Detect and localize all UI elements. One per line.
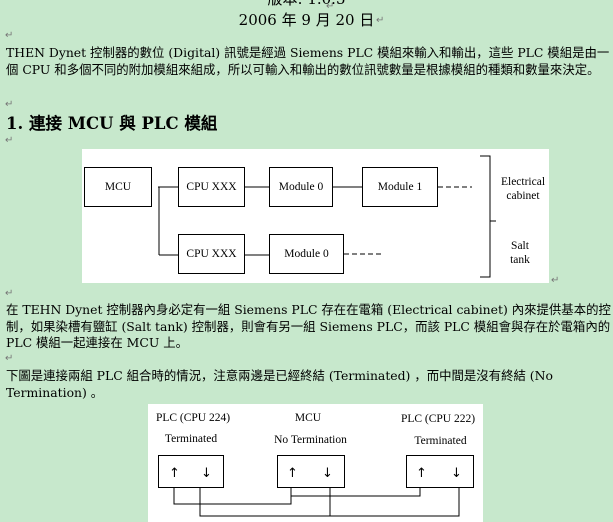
- module-connection-diagram: MCU CPU XXX Module 0 Module 1 CPU XXX Mo…: [82, 149, 549, 283]
- down-arrow-icon: ↓: [451, 466, 462, 481]
- module0-box-bottom: Module 0: [269, 234, 344, 274]
- left-plc-title: PLC (CPU 224): [155, 412, 231, 424]
- cpu-box-top: CPU XXX: [178, 167, 245, 207]
- electrical-cabinet-label: Electrical cabinet: [500, 176, 546, 202]
- up-arrow-icon: ↑: [287, 466, 298, 481]
- module1-box-top: Module 1: [362, 167, 438, 207]
- down-arrow-icon: ↓: [322, 466, 333, 481]
- diagram1-connectors: [158, 155, 496, 278]
- right-plc-status: Terminated: [414, 435, 467, 447]
- up-arrow-icon: ↑: [169, 466, 180, 481]
- electrical-cabinet-paragraph: 在 TEHN Dynet 控制器內身必定有一組 Siemens PLC 存在在電…: [6, 302, 611, 350]
- version-text: 版本: 1.0.5: [0, 0, 613, 8]
- diagram2-wires: [173, 488, 460, 517]
- right-plc-port-box: [406, 455, 474, 488]
- termination-diagram: PLC (CPU 224) Terminated MCU No Terminat…: [148, 404, 483, 522]
- paragraph-mark: ↵: [5, 353, 14, 364]
- cpu-box-bottom: CPU XXX: [178, 234, 245, 274]
- date-text: 2006 年 9 月 20 日: [238, 11, 375, 29]
- paragraph-mark: ↵: [326, 1, 335, 12]
- paragraph-mark: ↵: [5, 30, 14, 41]
- termination-paragraph: 下圖是連接兩組 PLC 組合時的情況，注意兩邊是已經終結 (Terminated…: [6, 368, 553, 400]
- right-plc-title: PLC (CPU 222): [400, 413, 476, 425]
- paragraph-mark: ↵: [376, 15, 385, 26]
- mcu-box: MCU: [84, 167, 152, 207]
- mcu-title: MCU: [294, 412, 322, 424]
- paragraph-mark: ↵: [5, 99, 14, 110]
- paragraph-mark: ↵: [5, 135, 14, 146]
- left-plc-status: Terminated: [164, 433, 218, 445]
- paragraph-mark: ↵: [5, 288, 14, 299]
- salt-tank-label: Salt tank: [510, 240, 530, 266]
- module0-box-top: Module 0: [269, 167, 333, 207]
- mcu-port-box: [277, 455, 345, 488]
- intro-paragraph: THEN Dynet 控制器的數位 (Digital) 訊號是經過 Siemen…: [6, 45, 610, 77]
- paragraph-mark: ↵: [551, 275, 560, 286]
- up-arrow-icon: ↑: [416, 466, 427, 481]
- down-arrow-icon: ↓: [201, 466, 212, 481]
- left-plc-port-box: [158, 455, 224, 488]
- section-heading: 1. 連接 MCU 與 PLC 模組: [6, 114, 218, 133]
- mcu-status: No Termination: [274, 434, 347, 446]
